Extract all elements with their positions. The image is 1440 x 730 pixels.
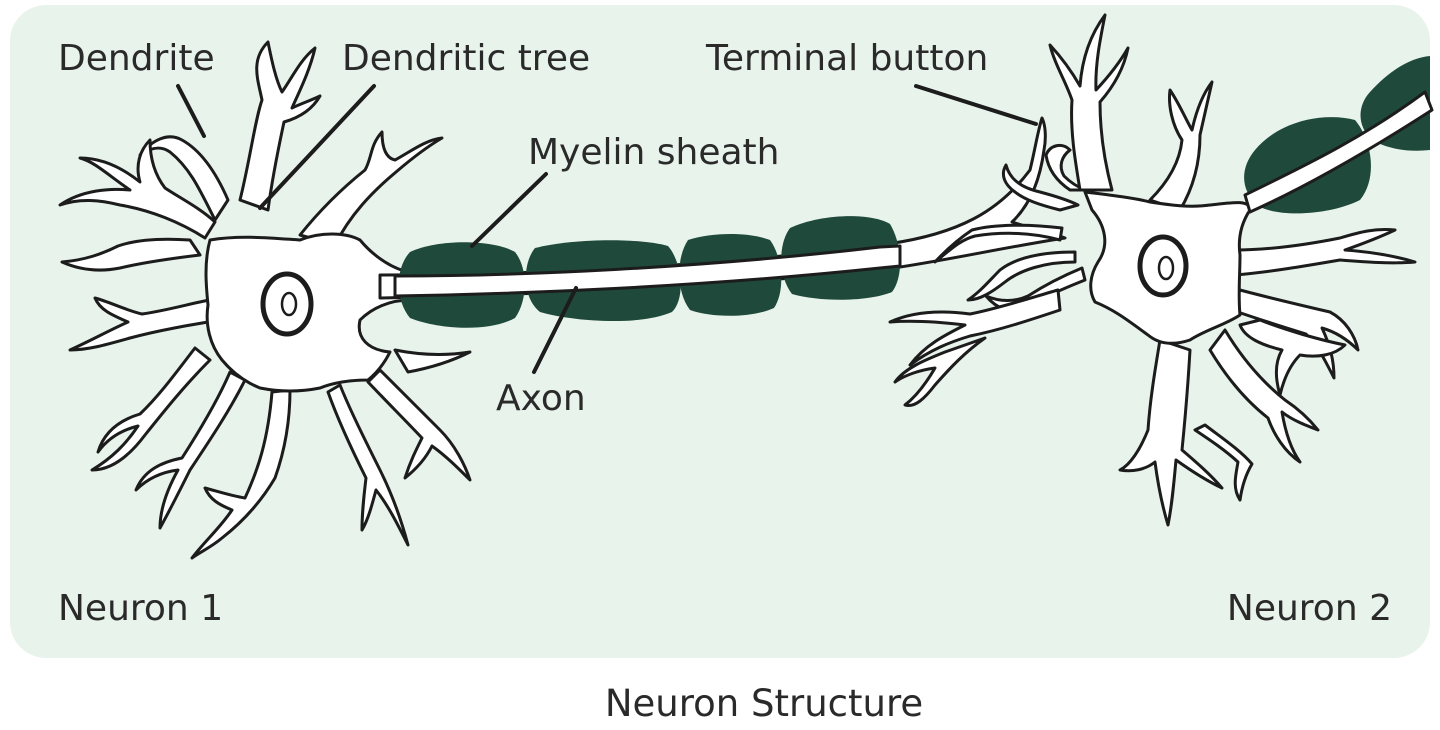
leader-axon: [532, 286, 578, 374]
neuron-1-dendrites: [58, 40, 472, 560]
label-axon: Axon: [496, 378, 586, 419]
neuron-2-nucleolus: [1157, 255, 1175, 281]
neuron-2-axon: [1243, 90, 1434, 214]
axon-stripe: [393, 244, 902, 298]
myelin-sheath: [393, 216, 902, 328]
neuron-1: [58, 40, 472, 560]
diagram-title: Neuron Structure: [605, 682, 923, 725]
neuron-2-dendrites: [888, 13, 1417, 527]
leader-dendritic-tree: [258, 84, 376, 210]
leader-lines: [176, 84, 1038, 374]
neuron-1-nucleolus: [280, 291, 298, 317]
label-myelin-sheath: Myelin sheath: [528, 132, 780, 173]
leader-dendrite: [176, 84, 206, 138]
leader-terminal-button: [914, 84, 1038, 126]
label-dendrite: Dendrite: [58, 38, 215, 79]
leader-myelin-sheath: [470, 172, 548, 248]
label-dendritic-tree: Dendritic tree: [342, 38, 590, 79]
neuron-2: [888, 13, 1434, 527]
label-neuron-1: Neuron 1: [58, 588, 223, 629]
label-neuron-2: Neuron 2: [1227, 588, 1392, 629]
label-terminal-button: Terminal button: [705, 38, 988, 79]
